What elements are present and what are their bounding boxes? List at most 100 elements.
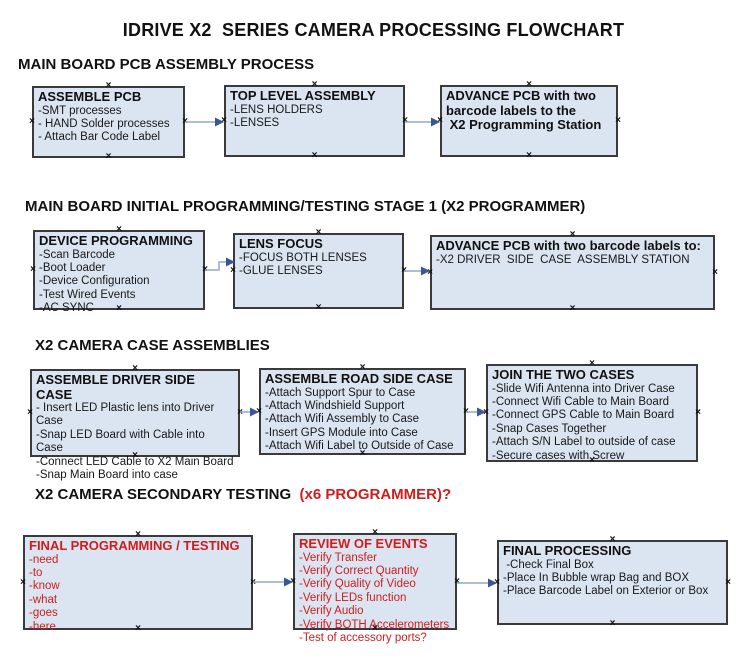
box-item: -know — [29, 580, 60, 593]
connector-handle-icon: × — [725, 576, 731, 588]
box-item: -Verify Transfer — [299, 551, 377, 564]
section-header-text: X2 CAMERA SECONDARY TESTING — [35, 486, 292, 503]
box-item: -Verify LEDs function — [299, 591, 407, 604]
box-item: -Connect GPS Cable to Main Board — [492, 409, 675, 422]
flow-box-advance-pcb-programming-station: ADVANCE PCB with two barcode labels to t… — [437, 80, 621, 161]
flow-arrow — [253, 577, 293, 587]
box-title: ASSEMBLE DRIVER SIDE CASE — [36, 372, 199, 402]
box-title: REVIEW OF EVENTS — [299, 536, 428, 551]
flow-box-final-programming-testing: FINAL PROGRAMMING / TESTING -need -to -k… — [20, 530, 256, 634]
box-item: -Attach Support Spur to Case — [265, 386, 416, 399]
box-item: -LENS HOLDERS — [230, 103, 323, 116]
box-item: -Connect Wifi Cable to Main Board — [492, 395, 670, 408]
connector-handle-icon: × — [615, 115, 621, 126]
connector-handle-icon: × — [311, 150, 318, 161]
box-item: -Connect LED Cable to X2 Main Board — [36, 455, 234, 468]
flow-arrow — [404, 266, 430, 276]
section-header-text: X2 CAMERA CASE ASSEMBLIES — [35, 337, 270, 354]
flow-box-review-of-events: REVIEW OF EVENTS -Verify Transfer -Verif… — [290, 528, 460, 644]
flow-box-lens-focus: LENS FOCUS -FOCUS BOTH LENSES -GLUE LENS… — [230, 228, 407, 313]
box-item: -Verify Audio — [299, 605, 364, 618]
box-item: -Place In Bubble wrap Bag and BOX — [503, 571, 690, 584]
connector-handle-icon: × — [29, 116, 35, 127]
section-header-initial-programming: MAIN BOARD INITIAL PROGRAMMING/TESTING S… — [25, 198, 585, 215]
box-title: LENS FOCUS — [239, 236, 323, 251]
connector-handle-icon: × — [609, 618, 616, 629]
box-item: -FOCUS BOTH LENSES — [239, 251, 367, 264]
box-title: FINAL PROCESSING — [503, 543, 632, 558]
box-item: -here — [29, 620, 56, 633]
connector-handle-icon: × — [526, 150, 532, 161]
box-title: ADVANCE PCB with two barcode labels to t… — [446, 88, 602, 132]
box-item: -Attach Wifi Label to Outside of Case — [265, 440, 454, 453]
box-item: -Insert GPS Module into Case — [265, 426, 418, 439]
box-item: -goes — [29, 607, 58, 620]
box-item: -Boot Loader — [39, 261, 106, 274]
box-item: -Scan Barcode — [39, 248, 116, 261]
box-item: -LENSES — [230, 116, 280, 129]
page-title: IDRIVE X2 SERIES CAMERA PROCESSING FLOWC… — [122, 20, 625, 40]
flow-arrow — [205, 257, 235, 271]
box-item: -AC SYNC — [39, 302, 94, 315]
flow-arrow — [185, 117, 224, 127]
box-item: -SMT processes — [38, 104, 122, 117]
box-item: -Verify Correct Quantity — [299, 564, 419, 577]
box-item: -Attach Wifi Assembly to Case — [265, 413, 420, 426]
box-title: TOP LEVEL ASSEMBLY — [230, 88, 376, 103]
box-item: -to — [29, 566, 43, 579]
flow-box-advance-pcb-driver-side: ADVANCE PCB with two barcode labels to: … — [427, 230, 718, 314]
connector-handle-icon: × — [695, 407, 701, 418]
section-header-pcb-assembly: MAIN BOARD PCB ASSEMBLY PROCESS — [18, 56, 314, 73]
connector-handle-icon: × — [712, 266, 718, 278]
flow-box-assemble-road-side-case: ASSEMBLE ROAD SIDE CASE -Attach Support … — [256, 363, 469, 459]
box-item: - Insert LED Plastic lens into Driver Ca… — [36, 402, 218, 428]
box-item: -Attach Windshield Support — [265, 399, 405, 412]
flow-box-join-the-two-cases: JOIN THE TWO CASES -Slide Wifi Antenna i… — [483, 359, 701, 466]
section-header-text: MAIN BOARD PCB ASSEMBLY PROCESS — [18, 56, 315, 73]
section-header-secondary-testing: X2 CAMERA SECONDARY TESTING (x6 PROGRAMM… — [35, 486, 451, 503]
box-title: ASSEMBLE PCB — [38, 89, 142, 104]
flow-box-device-programming: DEVICE PROGRAMMING -Scan Barcode -Boot L… — [30, 225, 208, 315]
box-item: -Device Configuration — [39, 275, 150, 288]
box-item: -Check Final Box — [503, 558, 594, 571]
connector-handle-icon: × — [569, 303, 576, 314]
flow-box-top-level-assembly: TOP LEVEL ASSEMBLY -LENS HOLDERS -LENSES… — [221, 80, 408, 161]
box-item: -Snap LED Board with Cable into Case — [36, 428, 208, 455]
flow-box-assemble-pcb: ASSEMBLE PCB -SMT processes - HAND Solde… — [29, 81, 188, 162]
box-item: -GLUE LENSES — [239, 264, 323, 277]
connector-handle-icon: × — [105, 151, 112, 162]
flow-arrow — [240, 407, 259, 417]
connector-handle-icon: × — [315, 302, 322, 313]
section-header-case-assemblies: X2 CAMERA CASE ASSEMBLIES — [35, 337, 270, 354]
box-item: -Attach S/N Label to outside of case — [492, 436, 676, 449]
box-item: -Snap Main Board into case — [36, 469, 178, 482]
flow-box-final-processing: FINAL PROCESSING -Check Final Box -Place… — [494, 535, 731, 629]
section-header-red-text: (x6 PROGRAMMER)? — [291, 486, 452, 503]
flow-arrow — [466, 407, 486, 417]
box-item: -Test of accessory ports? — [299, 631, 427, 644]
box-item: - Attach Bar Code Label — [38, 131, 161, 144]
box-item: -Verify BOTH Accelerometers — [299, 618, 450, 631]
flow-box-assemble-driver-side-case: ASSEMBLE DRIVER SIDE CASE - Insert LED P… — [27, 364, 243, 482]
box-title: JOIN THE TWO CASES — [492, 367, 635, 382]
connector-handle-icon: × — [20, 576, 26, 588]
box-item: -Slide Wifi Antenna into Driver Case — [492, 382, 675, 395]
connector-handle-icon: × — [27, 407, 33, 418]
box-item: -Secure cases with Screw — [492, 449, 625, 462]
flow-arrow — [457, 578, 497, 588]
flow-arrow — [405, 117, 440, 127]
box-title: DEVICE PROGRAMMING — [39, 233, 193, 248]
box-title: FINAL PROGRAMMING / TESTING — [29, 538, 240, 553]
box-item: -X2 DRIVER SIDE CASE ASSEMBLY STATION — [436, 253, 690, 266]
box-item: -need — [29, 553, 59, 566]
box-item: -Snap Cases Together — [492, 422, 607, 435]
connector-handle-icon: × — [30, 264, 36, 275]
section-header-text: MAIN BOARD INITIAL PROGRAMMING/TESTING S… — [25, 198, 586, 215]
box-item: -Place Barcode Label on Exterior or Box — [503, 585, 709, 598]
box-item: - HAND Solder processes — [38, 117, 170, 130]
box-item: -Verify Quality of Video — [299, 578, 416, 591]
box-item: -what — [29, 593, 58, 606]
box-item: -Test Wired Events — [39, 288, 136, 301]
box-title: ASSEMBLE ROAD SIDE CASE — [265, 371, 453, 386]
box-title: ADVANCE PCB with two barcode labels to: — [436, 238, 701, 253]
